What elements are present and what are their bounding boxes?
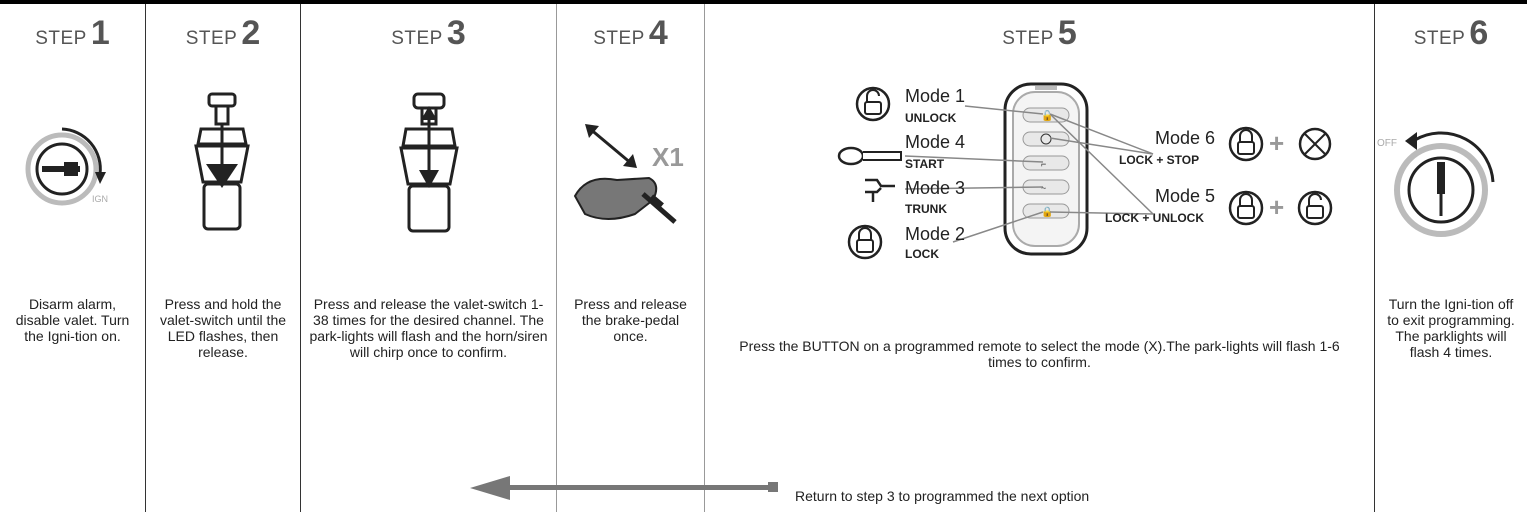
- mode-3-sub: TRUNK: [905, 202, 947, 216]
- mode-6-sub: LOCK + STOP: [1119, 153, 1199, 167]
- step-3-description: Press and release the valet-switch 1-38 …: [309, 296, 548, 360]
- step-4-description: Press and release the brake-pedal once.: [574, 296, 687, 344]
- mode-1-lock-icon: [855, 86, 891, 122]
- svg-text:🔒: 🔒: [1041, 206, 1053, 218]
- mode-2-lock-icon: [847, 224, 883, 260]
- mode-3-trunk-icon: [865, 178, 895, 202]
- x1-label: X1: [652, 142, 684, 172]
- step-1-description: Disarm alarm, disable valet. Turn the Ig…: [15, 296, 130, 344]
- ignition-on-icon: IGN: [25, 127, 108, 206]
- mode-6-label: Mode 6: [1155, 128, 1215, 148]
- stop-icon: [1298, 127, 1332, 161]
- valet-switch-icon: [194, 92, 250, 231]
- svg-text:~: ~: [1041, 183, 1046, 193]
- mode-5-lock-icon: [1228, 190, 1264, 226]
- step-word: STEP: [185, 28, 238, 49]
- step-5-description: Press the BUTTON on a programmed remote …: [739, 338, 1340, 370]
- brake-pedal-icon: X1: [573, 124, 684, 224]
- mode-5-label: Mode 5: [1155, 186, 1215, 206]
- step-word: STEP: [391, 28, 443, 49]
- step-word: STEP: [1002, 28, 1054, 49]
- step-number: 3: [446, 14, 466, 52]
- mode-4-label: Mode 4: [905, 132, 965, 152]
- svg-text:🔓: 🔓: [1041, 109, 1053, 122]
- step-number: 2: [241, 14, 261, 52]
- mode-6-lock-icon: [1228, 126, 1264, 162]
- step-number: 6: [1469, 14, 1489, 52]
- top-border: [0, 0, 1527, 4]
- step-word: STEP: [35, 28, 87, 49]
- step-word: STEP: [593, 28, 645, 49]
- return-instruction: Return to step 3 to programmed the next …: [795, 488, 1090, 504]
- step-number: 5: [1057, 14, 1077, 52]
- return-arrow: [470, 476, 778, 500]
- mode-2-label: Mode 2: [905, 224, 965, 244]
- step-2-description: Press and hold the valet-switch until th…: [159, 296, 287, 360]
- svg-text:⌐: ⌐: [1041, 159, 1046, 169]
- step-number: 1: [90, 14, 110, 52]
- mode-5-unlock-icon: [1297, 190, 1333, 226]
- mode-1-label: Mode 1: [905, 86, 965, 106]
- mode-4-sub: START: [905, 157, 945, 171]
- step-number: 4: [648, 14, 668, 52]
- mode-3-label: Mode 3: [905, 178, 965, 198]
- mode-4-key-icon: [837, 146, 902, 166]
- mode-6-plus: +: [1269, 128, 1284, 158]
- valet-switch-press-icon: [399, 92, 459, 233]
- ign-label: IGN: [92, 194, 108, 204]
- mode-1-sub: UNLOCK: [905, 111, 957, 125]
- ignition-off-icon: OFF: [1377, 131, 1495, 237]
- step-word: STEP: [1413, 28, 1466, 49]
- off-label: OFF: [1377, 138, 1397, 149]
- remote-fob: 🔓 ⌐ ~ 🔒: [1003, 82, 1089, 256]
- mode-5-sub: LOCK + UNLOCK: [1105, 211, 1204, 225]
- step-6-description: Turn the Igni-tion off to exit programmi…: [1387, 296, 1515, 360]
- remote-mode-diagram: 🔓 ⌐ ~ 🔒 Mod: [837, 82, 1333, 261]
- mode-5-plus: +: [1269, 192, 1284, 222]
- mode-2-sub: LOCK: [905, 247, 939, 261]
